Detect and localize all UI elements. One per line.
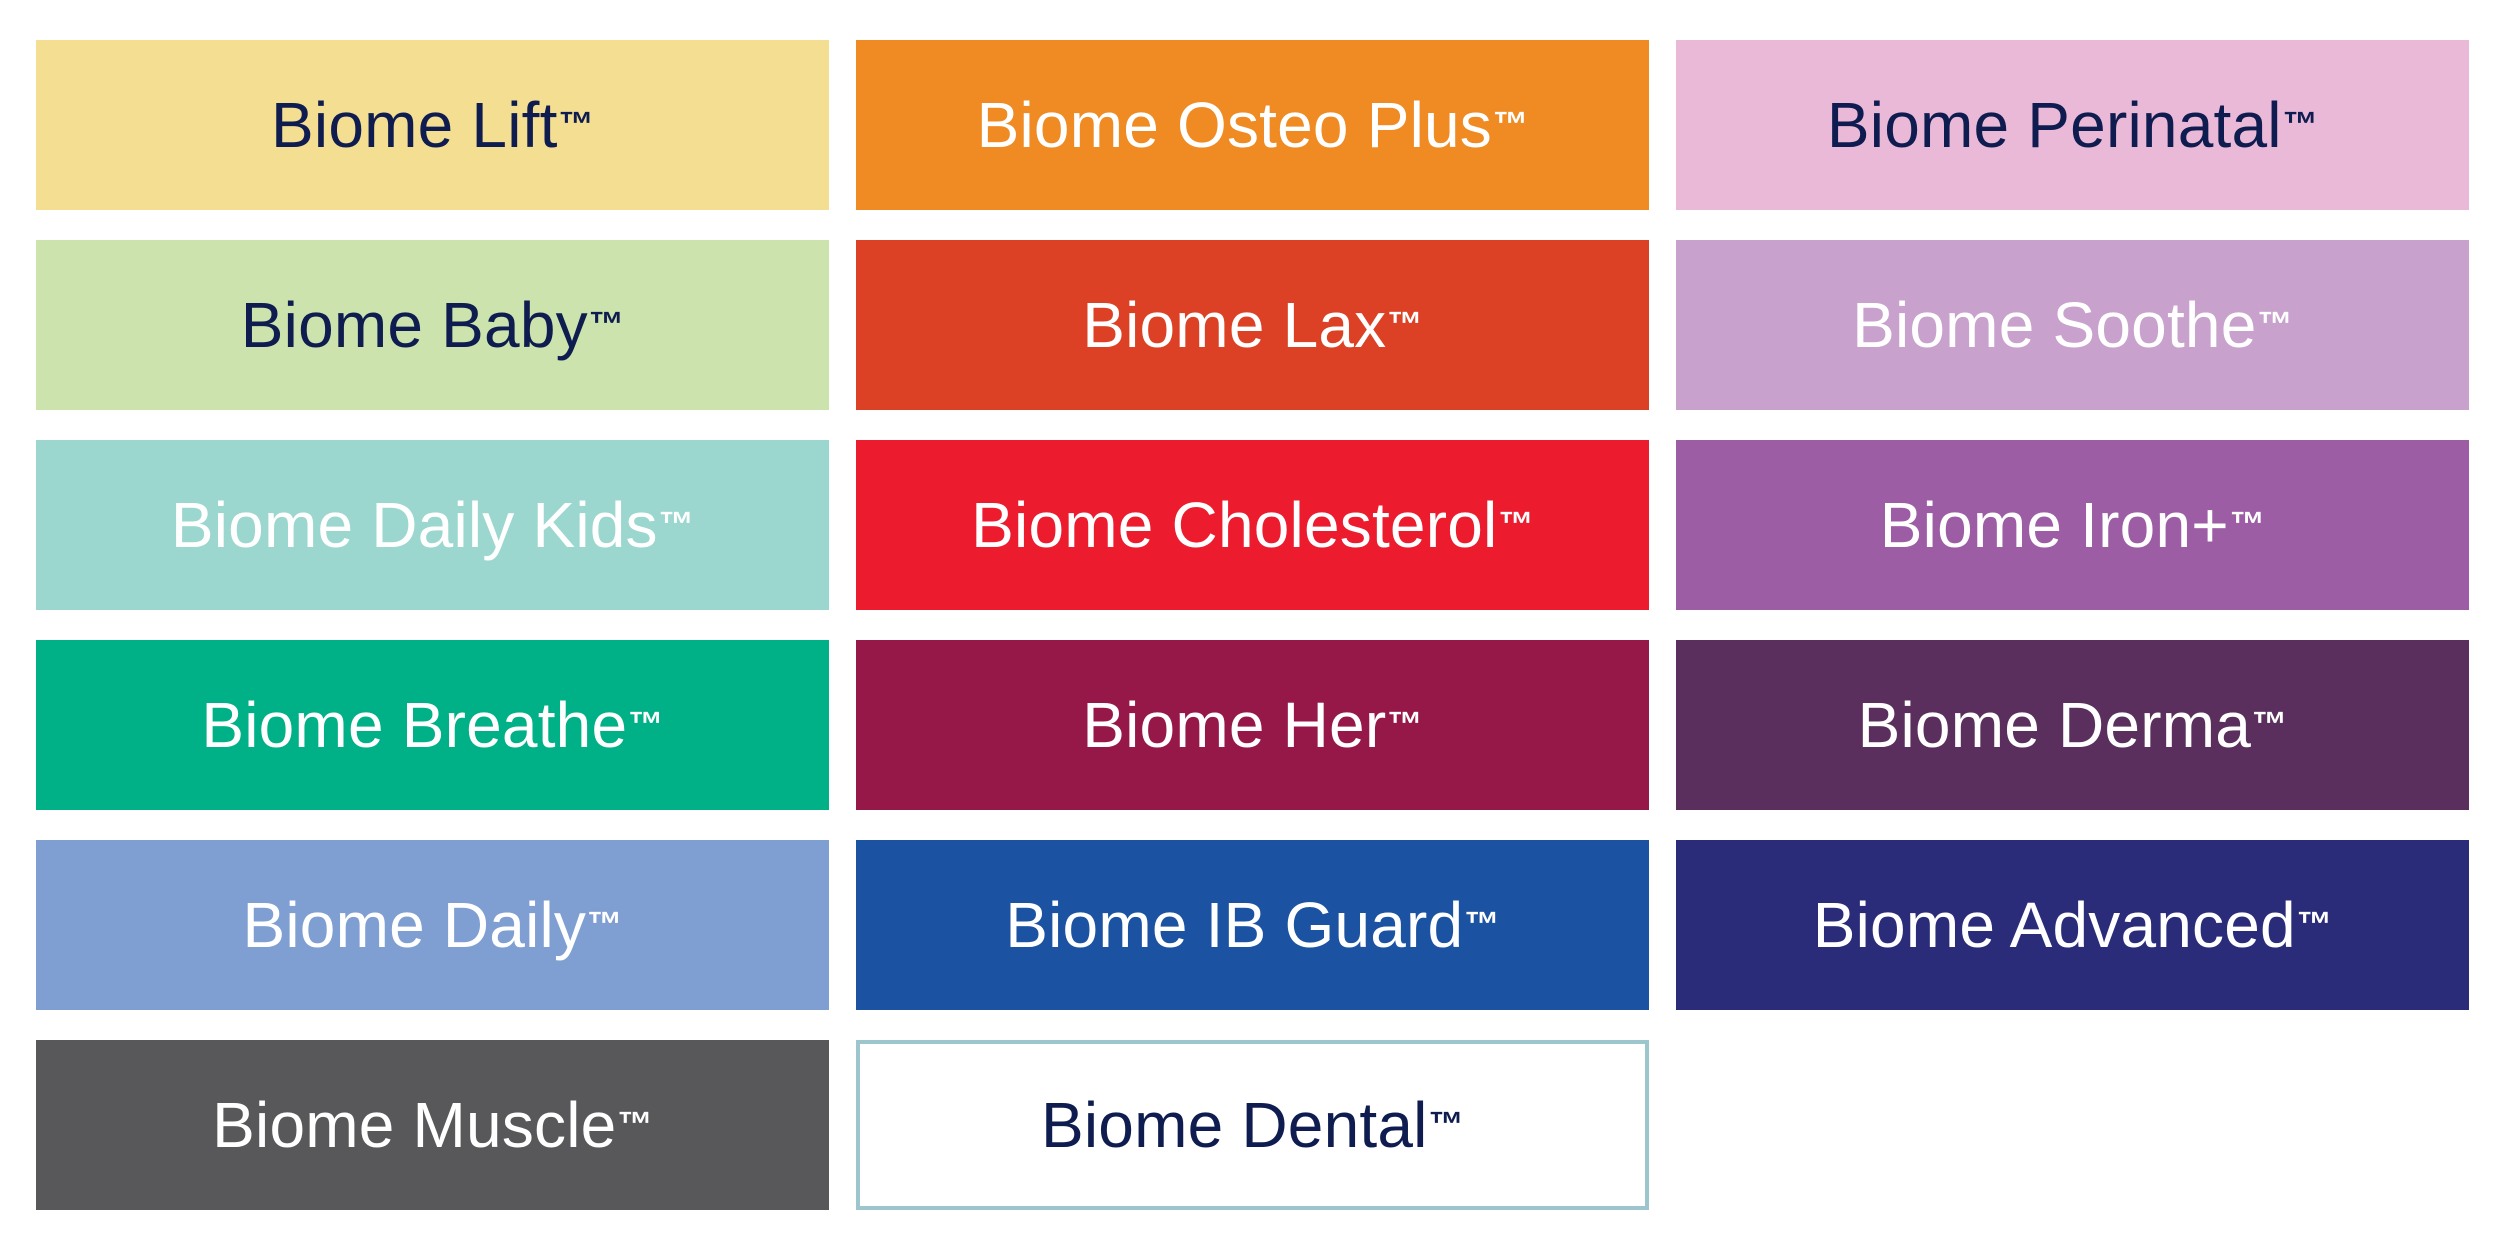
trademark-mark: ™ <box>617 1105 653 1144</box>
tile-label: Biome Muscle <box>212 1089 617 1161</box>
trademark-mark: ™ <box>587 905 623 944</box>
tile-label: Biome Osteo Plus <box>976 89 1493 161</box>
trademark-mark: ™ <box>628 705 664 744</box>
trademark-mark: ™ <box>1387 305 1423 344</box>
trademark-mark: ™ <box>2252 705 2288 744</box>
trademark-mark: ™ <box>2282 105 2319 144</box>
tile-label: Biome Baby <box>240 289 588 361</box>
tile-label: Biome Dental <box>1041 1089 1428 1161</box>
tile-label: Biome Daily <box>242 889 587 961</box>
empty-cell <box>1676 1040 2469 1210</box>
tile-label: Biome Lax <box>1082 289 1387 361</box>
trademark-mark: ™ <box>558 105 594 144</box>
trademark-mark: ™ <box>588 305 625 344</box>
tile-label: Biome Perinatal <box>1826 89 2282 161</box>
tile-label: Biome Her <box>1082 689 1387 761</box>
tile-label: Biome Lift <box>271 89 558 161</box>
trademark-mark: ™ <box>1464 905 1500 944</box>
trademark-mark: ™ <box>1387 705 1423 744</box>
tile-label: Biome Daily Kids <box>170 489 658 561</box>
trademark-mark: ™ <box>1498 505 1534 544</box>
trademark-mark: ™ <box>1493 105 1529 144</box>
trademark-mark: ™ <box>2229 505 2266 544</box>
tile-biome-iron-plus: Biome Iron+™ <box>1676 440 2469 610</box>
trademark-mark: ™ <box>658 505 695 544</box>
tile-label: Biome Cholesterol <box>971 489 1498 561</box>
tile-label: Biome IB Guard <box>1005 889 1464 961</box>
tile-label: Biome Derma <box>1857 689 2252 761</box>
tile-label: Biome Breathe <box>201 689 628 761</box>
tile-label: Biome Advanced <box>1812 889 2296 961</box>
trademark-mark: ™ <box>2296 905 2333 944</box>
trademark-mark: ™ <box>1428 1105 1464 1144</box>
trademark-mark: ™ <box>2257 305 2293 344</box>
tile-label: Biome Soothe <box>1852 289 2257 361</box>
tile-label: Biome Iron+ <box>1879 489 2229 561</box>
